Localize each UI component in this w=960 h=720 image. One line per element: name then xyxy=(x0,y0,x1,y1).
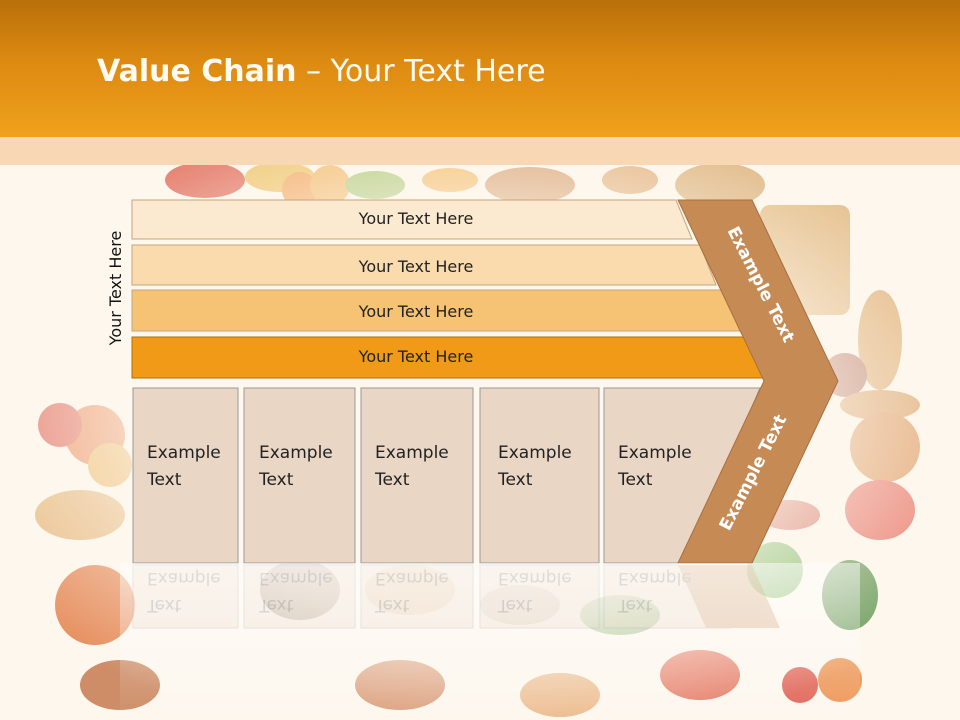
row-label-4: Your Text Here xyxy=(358,347,474,366)
row-bar-1 xyxy=(131,199,693,240)
box-4-line-1: Example xyxy=(498,443,572,463)
page-title: Value Chain – Your Text Here xyxy=(97,54,546,89)
box-1-line-2: Text xyxy=(146,470,182,490)
box-5-line-2: Text xyxy=(617,470,653,490)
example-box-1 xyxy=(132,387,239,564)
box-2-line-1: Example xyxy=(259,443,333,463)
box-2-line-2: Text xyxy=(258,470,294,490)
header-band xyxy=(0,137,960,165)
row-label-2: Your Text Here xyxy=(358,257,474,276)
box-1-line-1: Example xyxy=(147,443,221,463)
row-label-1: Your Text Here xyxy=(358,209,474,228)
title-bar xyxy=(0,0,960,137)
box-4-line-2: Text xyxy=(497,470,533,490)
example-box-4 xyxy=(479,387,600,564)
row-bar-2 xyxy=(131,244,717,286)
row-label-3: Your Text Here xyxy=(358,302,474,321)
title-bold: Value Chain xyxy=(97,54,297,89)
box-3-line-1: Example xyxy=(375,443,449,463)
box-5-line-1: Example xyxy=(618,443,692,463)
example-box-3 xyxy=(360,387,474,564)
example-box-2 xyxy=(243,387,356,564)
box-3-line-2: Text xyxy=(374,470,410,490)
title-rest: – Your Text Here xyxy=(296,54,546,89)
side-label: Your Text Here xyxy=(106,231,125,347)
